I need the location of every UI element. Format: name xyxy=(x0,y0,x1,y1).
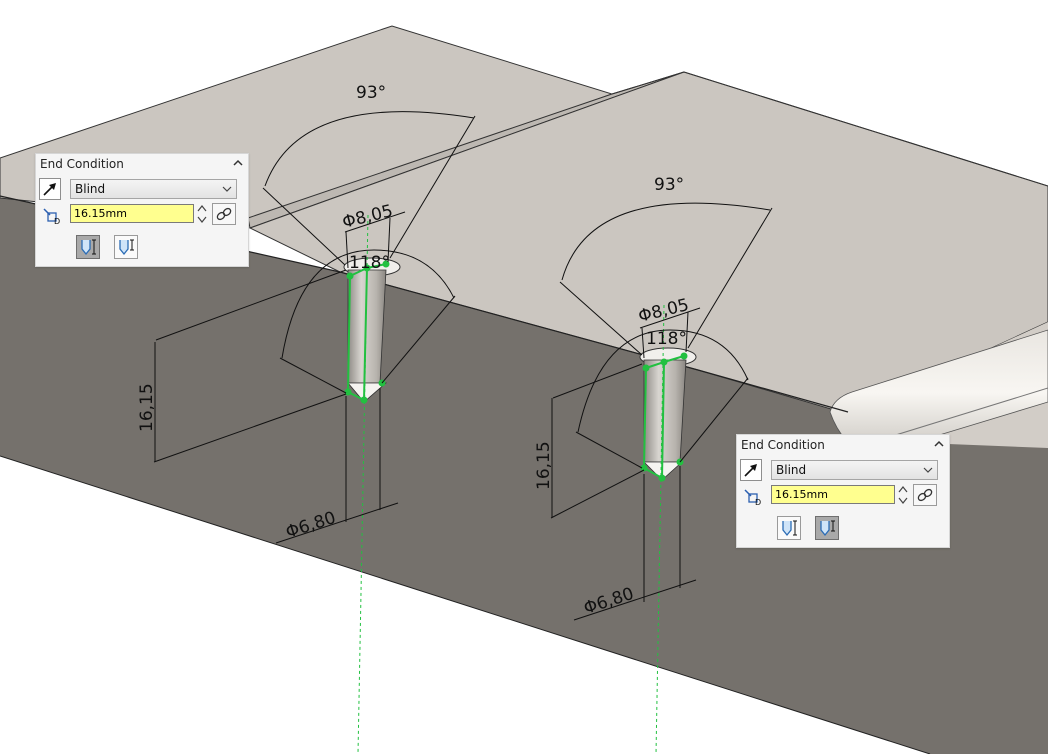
hole-2-countersink-angle[interactable]: 93° xyxy=(654,175,684,195)
hole-1-depth[interactable]: 16,15 xyxy=(137,383,157,432)
part-rounded-edge[interactable] xyxy=(829,329,1048,457)
svg-text:D: D xyxy=(755,498,761,506)
to-hole-bottom-button[interactable] xyxy=(76,235,100,259)
to-hole-bottom-icon xyxy=(81,239,96,256)
depth-spinner[interactable] xyxy=(197,203,207,225)
part-side-face[interactable] xyxy=(0,196,1048,754)
chevron-up-icon[interactable] xyxy=(932,436,946,450)
depth-input[interactable]: 16.15mm xyxy=(70,204,194,223)
depth-icon: D xyxy=(744,489,761,506)
link-icon xyxy=(216,207,232,221)
link-value-button[interactable] xyxy=(913,484,937,506)
end-condition-select[interactable]: Blind xyxy=(70,179,237,199)
svg-text:D: D xyxy=(54,217,60,225)
reverse-direction-button[interactable] xyxy=(740,459,762,481)
to-hole-bottom-icon xyxy=(782,520,797,537)
reverse-direction-icon xyxy=(43,183,56,196)
to-shoulder-icon xyxy=(119,239,134,256)
end-condition-value: Blind xyxy=(776,463,807,477)
hole-2-drill-angle[interactable]: 118° xyxy=(646,329,687,349)
reverse-direction-icon xyxy=(744,464,757,477)
end-condition-value: Blind xyxy=(75,182,106,196)
chevron-down-icon xyxy=(222,186,232,192)
reverse-direction-button[interactable] xyxy=(39,178,61,200)
part-body[interactable] xyxy=(0,25,1048,754)
to-shoulder-icon xyxy=(820,520,835,537)
link-value-button[interactable] xyxy=(212,203,236,225)
to-shoulder-button[interactable] xyxy=(114,235,138,259)
link-icon xyxy=(917,488,933,502)
hole-2-depth[interactable]: 16,15 xyxy=(534,441,554,490)
panel-title: End Condition xyxy=(741,438,825,452)
to-hole-bottom-button[interactable] xyxy=(777,516,801,540)
end-condition-select[interactable]: Blind xyxy=(771,460,938,480)
chevron-down-icon xyxy=(923,467,933,473)
end-condition-panel-1[interactable]: End Condition Blind D 16.15mm xyxy=(35,153,249,267)
to-shoulder-button[interactable] xyxy=(815,516,839,540)
hole-1-countersink-angle[interactable]: 93° xyxy=(356,83,386,103)
end-condition-panel-2[interactable]: End Condition Blind D 16.15mm xyxy=(736,434,950,548)
hole-1-drill-angle[interactable]: 118° xyxy=(349,253,390,273)
hole-2-sketch xyxy=(640,352,688,482)
depth-input[interactable]: 16.15mm xyxy=(771,485,895,504)
depth-spinner[interactable] xyxy=(898,484,908,506)
chevron-up-icon[interactable] xyxy=(231,155,245,169)
panel-title: End Condition xyxy=(40,157,124,171)
depth-icon: D xyxy=(43,208,60,225)
